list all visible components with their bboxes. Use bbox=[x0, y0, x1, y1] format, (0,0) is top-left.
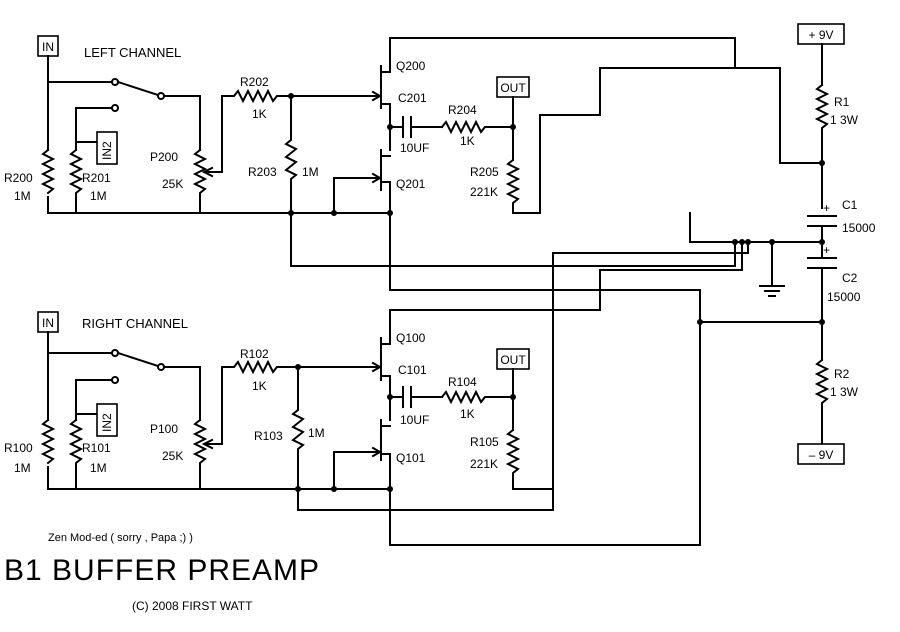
right-r104-resistor bbox=[440, 389, 514, 405]
left-q200-label: Q200 bbox=[396, 59, 426, 73]
right-q101-label: Q101 bbox=[396, 451, 426, 465]
left-p200-pot bbox=[192, 148, 208, 214]
left-r204-value: 1K bbox=[460, 134, 475, 148]
right-c101-capacitor bbox=[402, 386, 412, 408]
neg-supply-label: – 9V bbox=[809, 448, 834, 462]
right-c101-value: 10UF bbox=[400, 413, 429, 427]
left-p200-name: P200 bbox=[150, 150, 178, 164]
left-p200-wiper-arrow bbox=[201, 166, 214, 178]
right-r104-value: 1K bbox=[460, 407, 475, 421]
c2-name: C2 bbox=[842, 271, 858, 285]
left-r202-name: R202 bbox=[240, 75, 269, 89]
c2-polarity: + bbox=[823, 243, 830, 257]
c1-polarity: + bbox=[823, 201, 830, 215]
right-r104-name: R104 bbox=[448, 375, 477, 389]
right-r100-name: R100 bbox=[4, 441, 33, 455]
right-channel: IN RIGHT CHANNEL R100 1M IN2 R101 1M P10… bbox=[4, 241, 749, 546]
ground-symbol bbox=[759, 285, 785, 297]
right-q100-label: Q100 bbox=[396, 331, 426, 345]
right-p100-pot bbox=[192, 418, 208, 490]
left-r204-resistor bbox=[440, 119, 514, 135]
left-r205-name: R205 bbox=[470, 165, 499, 179]
right-r101-resistor bbox=[68, 418, 84, 490]
right-in2-label: IN2 bbox=[100, 413, 114, 432]
left-out-label: OUT bbox=[500, 81, 526, 95]
right-r102-value: 1K bbox=[252, 379, 267, 393]
r1-value: 1 3W bbox=[830, 113, 859, 127]
left-r205-resistor bbox=[505, 67, 736, 214]
r1-name: R1 bbox=[834, 95, 850, 109]
right-r102-name: R102 bbox=[240, 347, 269, 361]
right-r101-value: 1M bbox=[90, 461, 107, 475]
neg-supply-terminal bbox=[797, 443, 845, 465]
r2-resistor bbox=[814, 358, 830, 445]
right-p100-value: 25K bbox=[162, 449, 183, 463]
left-in2-label: IN2 bbox=[100, 141, 114, 160]
right-out-label: OUT bbox=[500, 353, 526, 367]
right-q101-arrow bbox=[371, 446, 383, 458]
left-c201-name: C201 bbox=[398, 91, 427, 105]
mod-note: Zen Mod-ed ( sorry , Papa ;) ) bbox=[48, 532, 193, 544]
left-c201-value: 10UF bbox=[400, 141, 429, 155]
right-r103-value: 1M bbox=[308, 426, 325, 440]
left-r203-value: 1M bbox=[302, 165, 319, 179]
r1-resistor bbox=[814, 83, 830, 209]
left-r203-name: R203 bbox=[248, 165, 277, 179]
right-r103-name: R103 bbox=[254, 429, 283, 443]
left-channel: IN LEFT CHANNEL R200 1M IN2 R201 1M P200… bbox=[4, 35, 823, 323]
c1-value: 15000 bbox=[842, 221, 876, 235]
left-p200-value: 25K bbox=[162, 177, 183, 191]
right-in2-terminal bbox=[96, 403, 118, 437]
right-r102-resistor bbox=[221, 359, 371, 375]
c2-capacitor bbox=[807, 257, 837, 269]
left-q201-label: Q201 bbox=[396, 177, 426, 191]
left-r202-value: 1K bbox=[252, 107, 267, 121]
schematic-title: B1 BUFFER PREAMP bbox=[4, 554, 320, 587]
left-q201-arrow bbox=[371, 172, 383, 184]
left-r200-resistor bbox=[40, 148, 56, 195]
right-p100-name: P100 bbox=[150, 422, 178, 436]
c1-capacitor bbox=[807, 215, 837, 227]
r2-value: 1 3W bbox=[830, 385, 859, 399]
right-r100-resistor bbox=[40, 418, 56, 465]
r2-name: R2 bbox=[834, 367, 850, 381]
c1-name: C1 bbox=[842, 198, 858, 212]
right-channel-label: RIGHT CHANNEL bbox=[82, 316, 188, 331]
right-in-label: IN bbox=[42, 316, 54, 330]
right-r105-resistor bbox=[505, 428, 554, 490]
left-c201-capacitor bbox=[402, 116, 412, 138]
left-r205-value: 221K bbox=[470, 185, 498, 199]
left-r201-name: R201 bbox=[82, 171, 111, 185]
left-in-label: IN bbox=[42, 40, 54, 54]
copyright-text: (C) 2008 FIRST WATT bbox=[132, 599, 253, 613]
left-r200-value: 1M bbox=[14, 189, 31, 203]
left-r201-resistor bbox=[68, 148, 84, 214]
right-r101-name: R101 bbox=[82, 441, 111, 455]
right-r100-value: 1M bbox=[14, 461, 31, 475]
left-switch-lever bbox=[116, 80, 160, 97]
right-c101-name: C101 bbox=[398, 363, 427, 377]
left-channel-label: LEFT CHANNEL bbox=[84, 45, 181, 60]
left-r200-name: R200 bbox=[4, 171, 33, 185]
right-switch-lever bbox=[116, 351, 160, 368]
power-supply: + 9V R1 1 3W + C1 15000 + C2 15000 R2 1 … bbox=[689, 23, 876, 465]
pos-supply-label: + 9V bbox=[808, 28, 833, 42]
left-r201-value: 1M bbox=[90, 189, 107, 203]
right-r105-value: 221K bbox=[470, 457, 498, 471]
title-block: Zen Mod-ed ( sorry , Papa ;) ) B1 BUFFER… bbox=[4, 532, 320, 613]
left-r204-name: R204 bbox=[448, 103, 477, 117]
left-in2-terminal bbox=[96, 131, 118, 165]
right-r105-name: R105 bbox=[470, 435, 499, 449]
right-p100-wiper-arrow bbox=[201, 438, 214, 450]
c2-value: 15000 bbox=[827, 290, 861, 304]
left-r202-resistor bbox=[221, 88, 371, 104]
